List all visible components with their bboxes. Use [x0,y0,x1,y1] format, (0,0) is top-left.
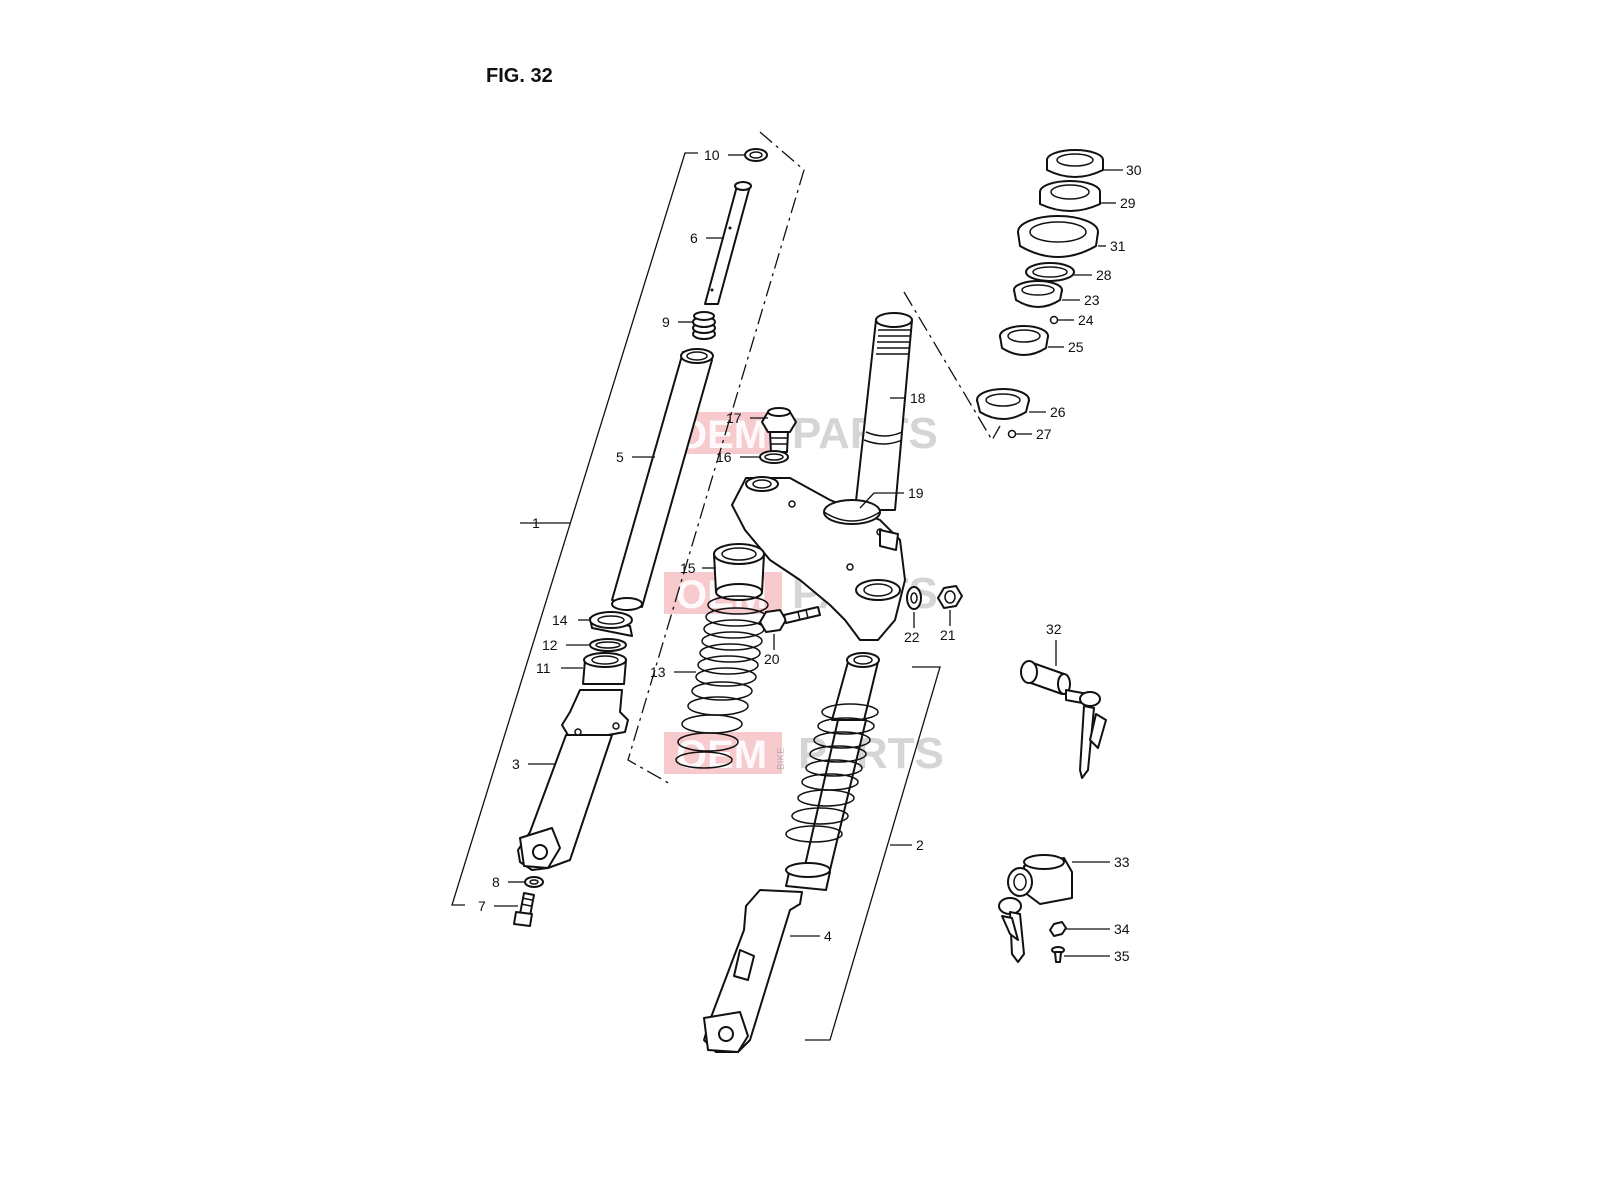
callout-1: 1 [532,515,540,531]
part-7-bolt [513,892,535,927]
part-14-dust-seal [589,611,633,637]
watermark-3: OEM BIKE PARTS [664,729,944,778]
part-19-lower-bracket [731,476,906,641]
part-28-dust-seal [1025,262,1075,282]
svg-text:PARTS: PARTS [798,729,944,778]
part-25-bearing-race [999,325,1049,356]
callout-21: 21 [940,627,956,643]
part-21-nut [937,585,963,609]
callout-6: 6 [690,230,698,246]
bracket-assembly-1-right [627,131,805,786]
part-24-ball [1049,315,1059,325]
callout-2: 2 [916,837,924,853]
part-8-gasket [524,876,544,888]
part-10-oring [744,148,768,162]
callout-28: 28 [1096,267,1112,283]
part-33-ignition-switch [998,854,1073,963]
callout-9: 9 [662,314,670,330]
part-20-bolt [759,606,821,633]
callout-13: 13 [650,664,666,680]
callout-24: 24 [1078,312,1094,328]
callout-19: 19 [908,485,924,501]
callout-32: 32 [1046,621,1062,637]
part-34-nut [1049,921,1067,937]
part-16-oring [759,450,789,464]
part-11-oil-seal [582,652,627,685]
part-22-washer [906,586,922,610]
bracket-steering [903,291,1001,442]
callout-17: 17 [726,410,742,426]
callout-18: 18 [910,390,926,406]
part-26-lower-race [976,388,1030,420]
callout-8: 8 [492,874,500,890]
callout-22: 22 [904,629,920,645]
part-27-ball [1007,429,1017,439]
callout-34: 34 [1114,921,1130,937]
callout-25: 25 [1068,339,1084,355]
part-31-bearing-cover [1017,215,1099,258]
callout-26: 26 [1050,404,1066,420]
part-9-rebound-spring [692,311,716,340]
part-35-screw [1051,946,1065,963]
part-3-outer-tube-left [517,689,629,871]
callout-31: 31 [1110,238,1126,254]
part-30-nut [1046,149,1104,178]
callout-33: 33 [1114,854,1130,870]
callout-16: 16 [716,449,732,465]
part-29-lock-nut [1039,180,1101,212]
part-23-bearing-race [1013,280,1063,308]
callout-3: 3 [512,756,520,772]
part-5-inner-tube [611,348,714,611]
svg-text:BIKE: BIKE [776,747,787,770]
callout-14: 14 [552,612,568,628]
bracket-assembly-2 [805,666,941,1041]
callout-10: 10 [704,147,720,163]
callout-15: 15 [680,560,696,576]
part-32-steering-lock [1020,660,1107,779]
part-15-spacer-cap [713,543,765,601]
callout-12: 12 [542,637,558,653]
part-6-damper-rod [704,181,752,305]
part-12-stopper-ring [589,638,627,652]
callout-27: 27 [1036,426,1052,442]
callout-labels: 1 2 3 4 5 6 7 8 9 10 11 12 13 14 15 16 1… [478,147,1142,964]
callout-11: 11 [536,660,551,676]
svg-text:OEM: OEM [676,733,767,777]
part-13-fork-spring [675,595,769,769]
part-17-cap-bolt [761,407,797,453]
callout-23: 23 [1084,292,1100,308]
part-4-outer-tube-right [703,652,880,1053]
callout-7: 7 [478,898,486,914]
callout-30: 30 [1126,162,1142,178]
watermark-1: OEM PARTS [664,409,938,458]
callout-29: 29 [1120,195,1136,211]
bracket-assembly-1 [451,152,698,906]
callout-5: 5 [616,449,624,465]
callout-20: 20 [764,651,780,667]
part-18-steering-stem [854,312,913,511]
callout-4: 4 [824,928,832,944]
figure-title: FIG. 32 [486,65,553,87]
callout-35: 35 [1114,948,1130,964]
